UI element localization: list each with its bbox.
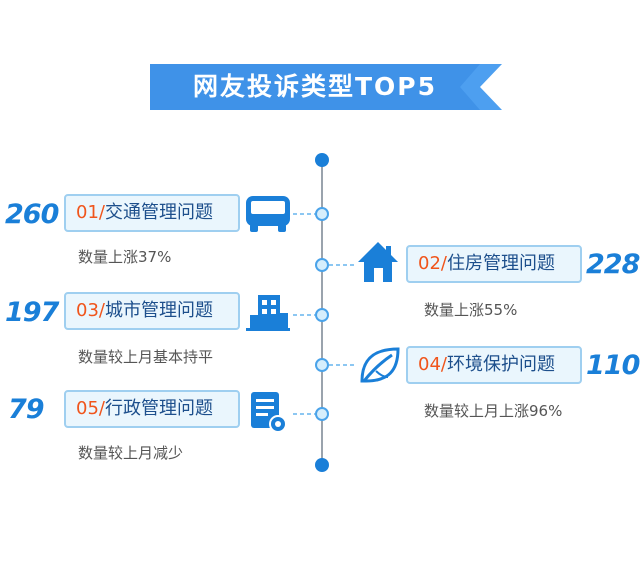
label-box-4: 04/环境保护问题 [406, 346, 582, 384]
label-box-2: 02/住房管理问题 [406, 245, 582, 283]
rank-2: 02/ [418, 253, 447, 274]
note-3: 数量较上月基本持平 [78, 348, 214, 366]
building-icon [246, 295, 290, 331]
rank-4: 04/ [418, 354, 447, 375]
count-4: 110 [586, 350, 640, 381]
rank-1: 01/ [76, 202, 105, 223]
leaf-icon [360, 347, 400, 383]
title-banner: 网友投诉类型TOP5 [150, 64, 502, 110]
category-3: 城市管理问题 [104, 300, 213, 321]
count-1: 260 [5, 199, 59, 230]
rank-3: 03/ [76, 300, 105, 321]
label-box-3: 03/城市管理问题 [64, 292, 240, 330]
timeline-start-dot [315, 153, 329, 167]
note-2: 数量上涨55% [424, 301, 518, 319]
bus-icon [246, 196, 290, 232]
label-box-1: 01/交通管理问题 [64, 194, 240, 232]
document-gear-icon [251, 392, 287, 433]
page-title: 网友投诉类型TOP5 [192, 72, 438, 101]
category-2: 住房管理问题 [446, 253, 555, 274]
timeline-node-3 [315, 308, 329, 322]
count-2: 228 [586, 249, 640, 280]
label-box-5: 05/行政管理问题 [64, 390, 240, 428]
category-1: 交通管理问题 [104, 202, 213, 223]
category-5: 行政管理问题 [104, 398, 213, 419]
timeline-node-1 [315, 207, 329, 221]
count-5: 79 [8, 394, 45, 425]
note-5: 数量较上月减少 [78, 444, 184, 462]
note-1: 数量上涨37% [78, 248, 172, 266]
rank-5: 05/ [76, 398, 105, 419]
category-4: 环境保护问题 [446, 354, 555, 375]
timeline-node-4 [315, 358, 329, 372]
timeline-end-dot [315, 458, 329, 472]
note-4: 数量较上月上涨96% [424, 402, 563, 420]
house-icon [358, 242, 398, 282]
timeline-node-5 [315, 407, 329, 421]
timeline-node-2 [315, 258, 329, 272]
count-3: 197 [5, 297, 59, 328]
